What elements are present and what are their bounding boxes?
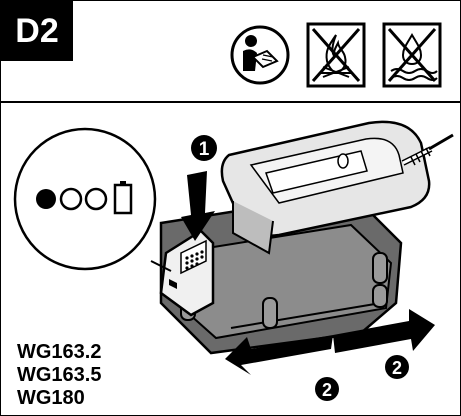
step-2-badge-left: 2 [315, 377, 339, 401]
led-lit-icon [36, 189, 56, 209]
model-name: WG163.2 [17, 341, 102, 363]
svg-text:1: 1 [199, 139, 210, 160]
model-name: WG180 [17, 387, 85, 409]
no-water-icon [382, 22, 442, 88]
header-band: D2 [1, 1, 460, 103]
power-cord [401, 133, 454, 166]
model-list: WG163.2 WG163.5 WG180 [17, 341, 101, 410]
svg-text:2: 2 [322, 380, 332, 400]
battery-icon [113, 181, 133, 215]
no-fire-icon [306, 22, 366, 88]
led-off-icon [84, 187, 108, 211]
remove-arrow-right [333, 309, 435, 353]
model-name: WG163.5 [17, 364, 102, 386]
step-1-badge: 1 [191, 135, 217, 161]
battery-charger-illustration: 1 2 2 [13, 120, 454, 401]
section-label: D2 [1, 1, 73, 61]
remove-arrow-left [225, 335, 333, 375]
indicator-callout [13, 127, 172, 272]
led-off-icon [59, 187, 83, 211]
battery-pack [220, 120, 431, 255]
read-manual-icon [230, 25, 290, 85]
svg-text:2: 2 [392, 358, 402, 378]
insert-arrow [181, 171, 215, 241]
step-2-badge-right: 2 [385, 355, 409, 379]
